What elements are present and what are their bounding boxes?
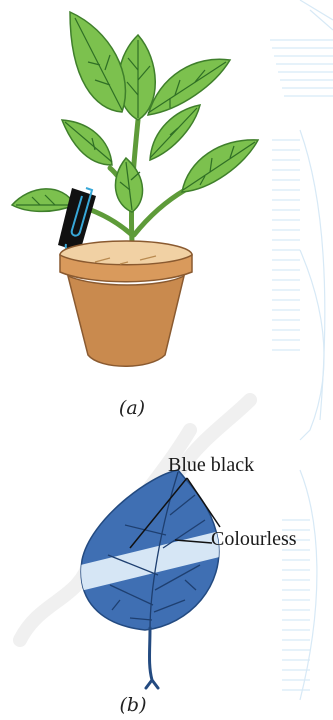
potted-plant: [12, 12, 258, 366]
left-lower-leaf: [12, 189, 75, 212]
label-colourless: Colourless: [211, 528, 297, 551]
caption-b: (b): [103, 694, 163, 716]
plant-leaves: [12, 12, 258, 212]
background-decoration: [270, 0, 333, 700]
starch-test-leaf: [60, 470, 240, 688]
caption-a: (a): [102, 397, 162, 419]
mid-left-leaf: [62, 120, 112, 165]
leaf-stalk: [146, 628, 158, 688]
flower-pot: [60, 241, 192, 366]
label-blue-black: Blue black: [168, 454, 254, 477]
